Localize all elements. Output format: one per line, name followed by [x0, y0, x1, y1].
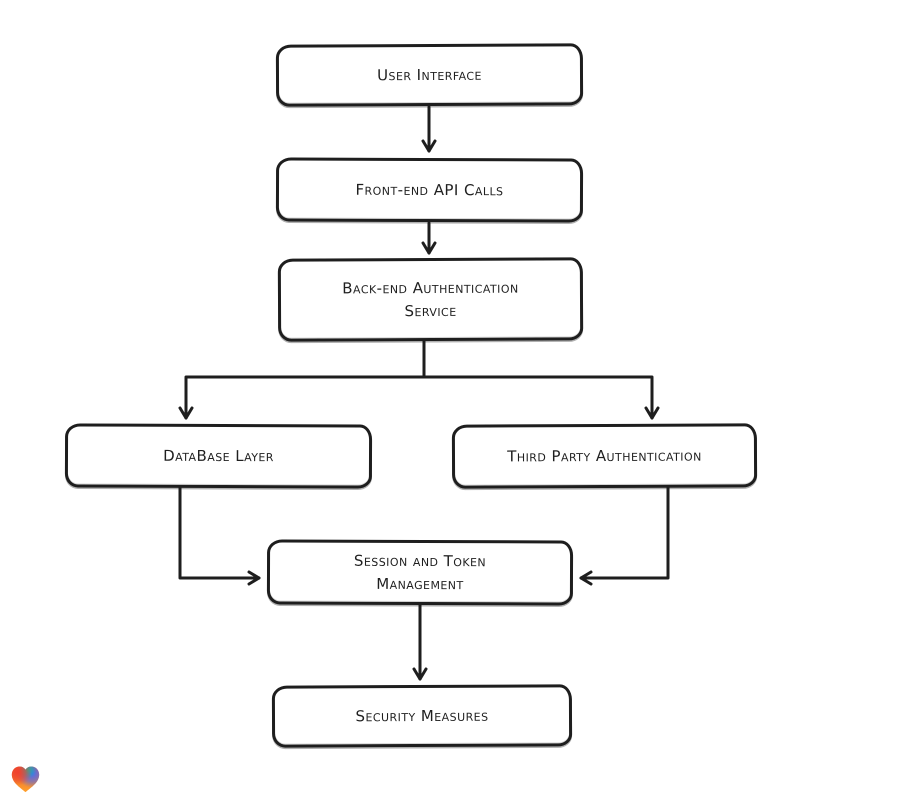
node-label: Third Party Authentication	[507, 446, 702, 466]
edge-back-end-to-third-party	[422, 375, 660, 420]
node-third-party-authentication: Third Party Authentication	[451, 423, 758, 489]
node-label: Session and Token Management	[353, 551, 487, 593]
node-label: Security Measures	[355, 706, 489, 726]
edge-back-end-to-database-layer	[178, 338, 426, 420]
node-database-layer: DataBase Layer	[64, 423, 373, 489]
node-label: User Interface	[377, 65, 482, 84]
node-front-end-api-calls: Front-end API Calls	[275, 157, 584, 223]
node-label: DataBase Layer	[163, 446, 274, 465]
edge-third-party-to-session	[579, 485, 670, 586]
node-label: Back-end Authentication Service	[342, 278, 519, 320]
node-user-interface: User Interface	[275, 43, 584, 107]
heart-icon	[11, 766, 40, 793]
gradient-heart-logo[interactable]	[8, 761, 43, 796]
node-label: Front-end API Calls	[355, 180, 504, 200]
node-security-measures: Security Measures	[271, 684, 573, 748]
node-session-and-token-management: Session and Token Management	[266, 539, 574, 606]
edge-database-layer-to-session	[178, 485, 261, 586]
node-back-end-authentication-service: Back-end Authentication Service	[277, 257, 584, 342]
